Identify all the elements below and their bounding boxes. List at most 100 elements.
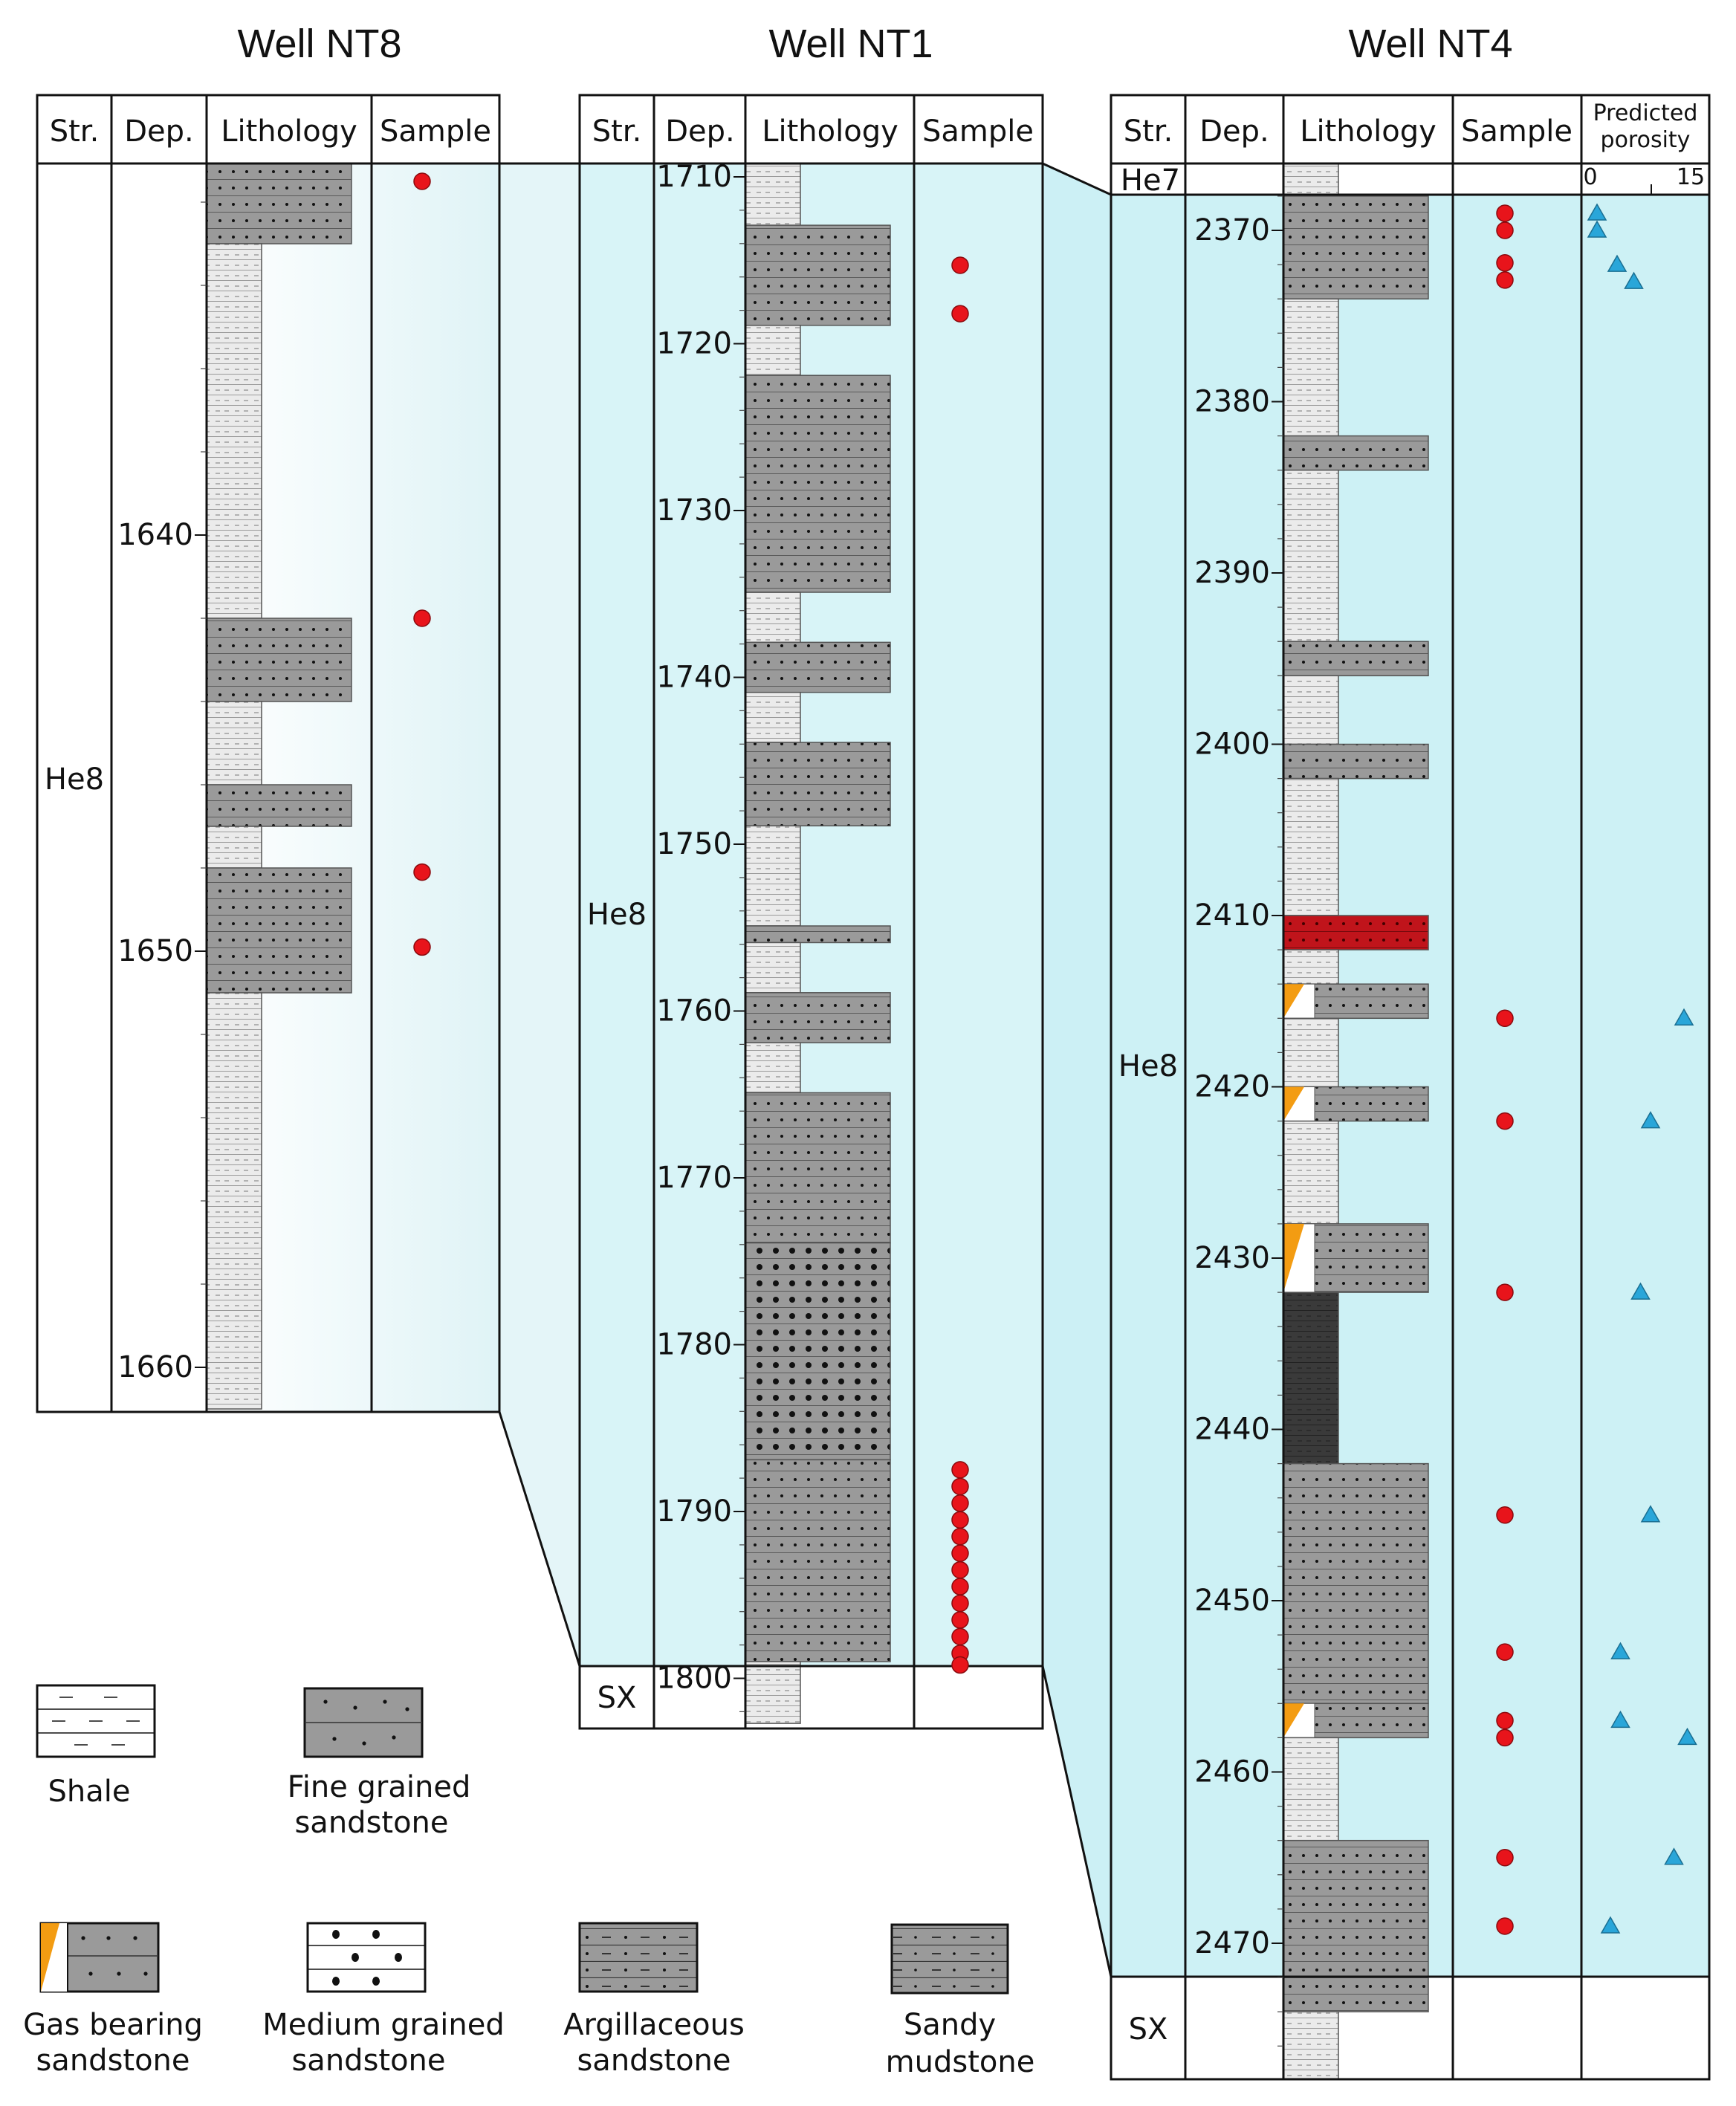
sample-point bbox=[1496, 1643, 1514, 1661]
nt4-bed-shale bbox=[1283, 675, 1339, 745]
nt4-gas-marker bbox=[1283, 1702, 1315, 1738]
nt4-bed-fine bbox=[1283, 435, 1429, 471]
depth-label: 1740 bbox=[656, 661, 732, 695]
sample-point bbox=[951, 1477, 969, 1496]
nt4-bed-shale bbox=[1283, 298, 1339, 437]
sample-point bbox=[1496, 1728, 1514, 1747]
legend-medium-swatch bbox=[306, 1922, 427, 1993]
nt4-bed-fine bbox=[1283, 1462, 1429, 1705]
nt1-bed-fine bbox=[745, 641, 891, 693]
depth-label: 2410 bbox=[1194, 898, 1270, 933]
nt1-bed-fine bbox=[745, 224, 891, 326]
depth-label: 1640 bbox=[117, 518, 193, 552]
legend-medium-label-1: Medium grained bbox=[262, 2008, 504, 2042]
porosity-point bbox=[1587, 220, 1607, 238]
sample-point bbox=[1496, 204, 1514, 222]
nt8-stratum-he8: He8 bbox=[45, 762, 104, 797]
nt8-bed-fine bbox=[206, 618, 352, 702]
nt1-bed-fine bbox=[745, 1459, 891, 1662]
sample-point bbox=[951, 1461, 969, 1479]
sample-point bbox=[951, 256, 969, 274]
depth-label: 2440 bbox=[1194, 1413, 1270, 1447]
sample-point bbox=[951, 1594, 969, 1613]
porosity-point bbox=[1640, 1111, 1661, 1129]
nt8-bed-fine bbox=[206, 784, 352, 827]
nt4-stratum-he7: He7 bbox=[1121, 163, 1180, 198]
depth-label: 1720 bbox=[656, 327, 732, 361]
sample-point bbox=[951, 1544, 969, 1562]
sample-point bbox=[413, 863, 431, 881]
nt8-header-str: Str. bbox=[50, 114, 100, 149]
nt1-lithology-column bbox=[745, 163, 891, 1724]
nt4-bed-fine bbox=[1283, 1839, 1429, 2012]
depth-label: 2450 bbox=[1194, 1584, 1270, 1618]
sample-point bbox=[951, 1527, 969, 1546]
nt4-bed-fine bbox=[1283, 743, 1429, 780]
porosity-point bbox=[1674, 1008, 1694, 1026]
porosity-axis-max: 15 bbox=[1677, 164, 1705, 190]
nt4-samples bbox=[1496, 204, 1514, 1935]
nt4-bed-fine bbox=[1283, 641, 1429, 677]
nt4-header-dep: Dep. bbox=[1199, 114, 1269, 149]
sample-point bbox=[1496, 1506, 1514, 1524]
legend-fine-label-1: Fine grained bbox=[288, 1770, 471, 1804]
nt1-bed-shale bbox=[745, 1042, 801, 1094]
nt4-header-str: Str. bbox=[1124, 114, 1173, 149]
porosity-point bbox=[1640, 1505, 1661, 1523]
nt4-bed-fine bbox=[1283, 195, 1429, 299]
depth-label: 1730 bbox=[656, 493, 732, 528]
sample-point bbox=[951, 1494, 969, 1512]
nt8-frame bbox=[36, 94, 501, 1413]
nt1-bed-shale bbox=[745, 691, 801, 743]
nt4-bed-shale bbox=[1283, 777, 1339, 916]
sample-point bbox=[1496, 1917, 1514, 1935]
legend-sandy-swatch bbox=[890, 1923, 1009, 1995]
nt8-bed-fine bbox=[206, 163, 352, 244]
nt1-bed-shale bbox=[745, 325, 801, 376]
nt8-header-sample: Sample bbox=[380, 114, 491, 149]
sample-point bbox=[951, 1511, 969, 1529]
nt8-bed-shale bbox=[206, 243, 262, 619]
sample-point bbox=[951, 305, 969, 323]
nt4-bed-shale bbox=[1283, 1737, 1339, 1841]
nt1-bed-shale bbox=[745, 592, 801, 644]
porosity-point bbox=[1610, 1710, 1630, 1728]
sample-point bbox=[1496, 254, 1514, 272]
legend-gas-label-2: sandstone bbox=[36, 2044, 190, 2078]
nt1-stratum-sx: SX bbox=[597, 1681, 637, 1715]
porosity-point bbox=[1624, 271, 1644, 289]
sample-point bbox=[1496, 1711, 1514, 1730]
correlation-he8-nt1-nt4 bbox=[1043, 163, 1111, 1977]
depth-label: 1760 bbox=[656, 994, 732, 1028]
nt1-bed-medium bbox=[745, 1242, 891, 1461]
depth-label: 1660 bbox=[117, 1350, 193, 1384]
nt8-header-lithology: Lithology bbox=[221, 114, 357, 149]
nt8-header-dep: Dep. bbox=[124, 114, 194, 149]
nt4-header-lithology: Lithology bbox=[1300, 114, 1437, 149]
nt1-bed-shale bbox=[745, 163, 801, 226]
nt4-bed-shale bbox=[1283, 469, 1339, 642]
depth-label: 1650 bbox=[117, 934, 193, 968]
legend-gas-label-1: Gas bearing bbox=[23, 2008, 203, 2042]
nt1-bed-fine bbox=[745, 375, 891, 593]
sample-point bbox=[1496, 1009, 1514, 1028]
nt8-depth-ticks: 1640 1650 1660 bbox=[117, 201, 207, 1384]
correlation-he8-nt8-nt1-wedge bbox=[499, 163, 580, 1666]
legend-shale-label: Shale bbox=[48, 1775, 131, 1809]
sample-point bbox=[1496, 1849, 1514, 1867]
nt4-depth-ticks: 2370238023902400241024202430244024502460… bbox=[1194, 195, 1283, 2047]
sample-point bbox=[413, 938, 431, 956]
nt4-bed-red bbox=[1283, 915, 1429, 950]
nt4-lithology-column bbox=[1283, 163, 1429, 2080]
sample-point bbox=[951, 1627, 969, 1646]
nt4-bed-shale bbox=[1283, 949, 1339, 985]
legend-medium-label-2: sandstone bbox=[291, 2044, 445, 2078]
nt4-stratum-sx: SX bbox=[1129, 2012, 1168, 2047]
depth-label: 2430 bbox=[1194, 1241, 1270, 1275]
sample-point bbox=[951, 1656, 969, 1674]
title-well-nt1: Well NT1 bbox=[768, 22, 933, 66]
legend-sandy-label-1: Sandy bbox=[904, 2008, 996, 2042]
nt1-stratum-he8: He8 bbox=[587, 898, 647, 932]
